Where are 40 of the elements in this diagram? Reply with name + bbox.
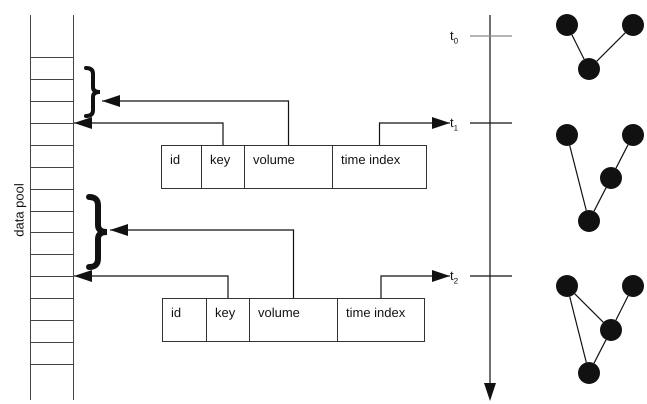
arrow bbox=[74, 117, 224, 145]
arrow bbox=[110, 224, 294, 298]
record-field-cell: time index bbox=[332, 145, 427, 189]
tree-node-circle bbox=[622, 14, 644, 36]
record-field-cell: id bbox=[161, 145, 202, 189]
pool-label: data pool bbox=[12, 183, 26, 237]
connector-line bbox=[569, 146, 587, 210]
record-field-cell: time index bbox=[337, 298, 425, 342]
arrow bbox=[102, 95, 290, 145]
connector-line bbox=[596, 32, 626, 62]
record-field-cell: volume bbox=[244, 145, 333, 189]
record-field-cell: key bbox=[201, 145, 245, 189]
curly-brace bbox=[86, 194, 110, 270]
record-field-cell: id bbox=[162, 298, 207, 342]
arrow bbox=[378, 117, 450, 145]
connector-line bbox=[593, 188, 607, 212]
connector-line bbox=[615, 144, 629, 168]
connector-line bbox=[593, 340, 607, 364]
tree-node-circle bbox=[600, 167, 622, 189]
curly-brace bbox=[84, 66, 102, 118]
tree-node-circle bbox=[556, 14, 578, 36]
time-label: t$_{1}$ bbox=[450, 116, 458, 136]
tree-node-circle bbox=[578, 210, 600, 232]
arrow bbox=[380, 270, 450, 298]
tree-node-circle bbox=[622, 124, 644, 146]
tree-node-circle bbox=[578, 58, 600, 80]
connector-line bbox=[571, 34, 585, 60]
record-field-cell: volume bbox=[249, 298, 338, 342]
connector-line bbox=[569, 296, 587, 362]
arrow bbox=[74, 270, 229, 298]
tree-node-circle bbox=[600, 319, 622, 341]
record-field-cell: key bbox=[206, 298, 250, 342]
tree-node-circle bbox=[622, 275, 644, 297]
tree-node-circle bbox=[578, 362, 600, 384]
time-label: t$_{0}$ bbox=[450, 29, 458, 48]
connector-line bbox=[615, 296, 629, 320]
tree-node-circle bbox=[556, 124, 578, 146]
time-label: t$_{2}$ bbox=[450, 269, 458, 289]
connector-line bbox=[574, 293, 604, 323]
tree-node-circle bbox=[556, 275, 578, 297]
